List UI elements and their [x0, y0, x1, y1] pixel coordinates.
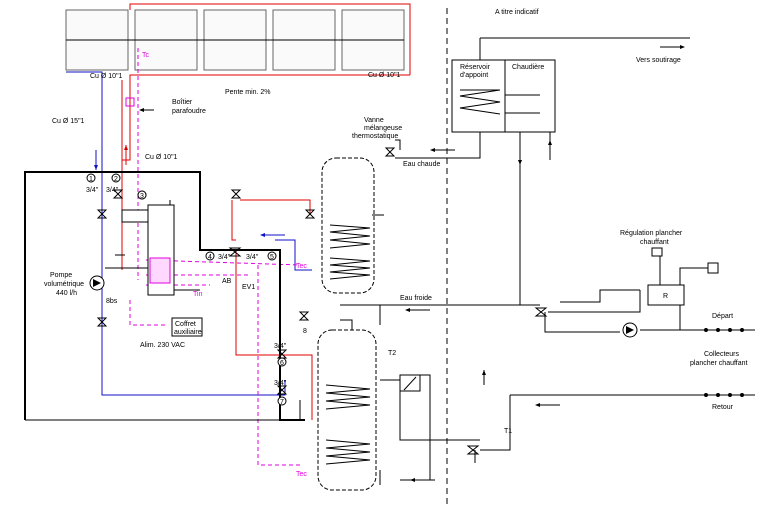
r-label: R [663, 293, 668, 300]
collecteurs-label-2: plancher chauffant [690, 360, 748, 367]
fraction-d: 3/4" [246, 254, 259, 261]
marker-6: 6 [280, 360, 284, 367]
alim-label: Alim. 230 VAC [140, 342, 185, 349]
valve-icon [230, 189, 242, 199]
ev1-label: EV1 [242, 284, 255, 291]
upper-storage-tank [321, 157, 384, 294]
reservoir-label-2: d'appoint [460, 72, 488, 79]
boitier-label-2: parafoudre [172, 108, 206, 115]
fraction-e: 3/4" [274, 343, 287, 350]
flow-arrows [94, 45, 685, 482]
tc-label: Tc [142, 52, 150, 59]
boiler-unit [451, 59, 556, 133]
valve-icon [276, 349, 288, 359]
solar-station [121, 190, 203, 337]
valve-icon [534, 307, 548, 317]
valve-icon [276, 385, 288, 395]
eau-froide-label: Eau froide [400, 295, 432, 302]
valve-icon [384, 147, 396, 157]
cu-top-right-label: Cu Ø 10"1 [368, 72, 401, 79]
fraction-b: 3/4" [106, 187, 119, 194]
retour-label: Retour [712, 404, 734, 411]
cu-15-label: Cu Ø 15"1 [52, 118, 85, 125]
pumps [89, 275, 638, 338]
coffret-label-2: auxiliaire [174, 329, 202, 336]
solar-flow-red [121, 3, 411, 420]
cu-10-mid-label: Cu Ø 10"1 [145, 154, 178, 161]
lower-tank-body [317, 329, 377, 491]
pente-label: Pente min. 2% [225, 89, 271, 96]
numbered-markers [86, 173, 287, 406]
regulation-label-2: chauffant [640, 239, 669, 246]
valve-icon [112, 189, 124, 199]
text-labels: A titre indicatif Vers soutirage Réservo… [44, 9, 748, 478]
coffret-box [171, 317, 203, 337]
lower-storage-tank [317, 329, 377, 491]
chaudiere-label: Chaudière [512, 64, 544, 71]
marker-2: 2 [114, 176, 118, 183]
pompe-label: Pompe [50, 272, 72, 279]
upper-tank-body [321, 157, 375, 294]
hydraulic-lines [24, 37, 710, 485]
surge-box [125, 97, 135, 107]
regulation-label: Régulation plancher [620, 230, 683, 237]
solar-collectors [65, 9, 405, 71]
regulation-r-box [647, 284, 685, 306]
boiler-box [451, 59, 556, 133]
depart-label: Départ [712, 313, 733, 320]
vanne-label: Vanne [364, 117, 384, 124]
t2-label: T2 [388, 350, 396, 357]
valve-icon [298, 311, 310, 321]
marker-3: 3 [140, 193, 144, 200]
coffret-label: Coffret [175, 321, 196, 328]
valve-icon [304, 209, 316, 219]
pompe-label-3: 440 l/h [56, 290, 77, 297]
valve-icon [96, 209, 108, 219]
tec-upper-label: Tec [296, 263, 307, 270]
tin-label: Tin [193, 291, 203, 298]
cu-top-left-label: Cu Ø 10"1 [90, 73, 123, 80]
marker-8: 8 [303, 328, 307, 335]
valve-icon [466, 445, 480, 455]
t1-label: T1 [504, 428, 512, 435]
eau-chaude-label: Eau chaude [403, 161, 440, 168]
valves [96, 147, 548, 455]
boitier-label: Boîtier [172, 99, 193, 106]
ab-label: AB [222, 278, 232, 285]
marker-1: 1 [89, 176, 93, 183]
vers-soutirage-label: Vers soutirage [636, 57, 681, 64]
tec-lower-label: Tec [296, 471, 307, 478]
vanne-label-3: thermostatique [352, 133, 398, 140]
fraction-c: 3/4" [218, 254, 231, 261]
reservoir-label: Réservoir [460, 64, 491, 71]
bar-label: 8bs [106, 298, 118, 305]
indicatif-label: A titre indicatif [495, 9, 539, 16]
vanne-label-2: mélangeuse [364, 125, 402, 132]
marker-4: 4 [208, 254, 212, 261]
collecteurs-label: Collecteurs [704, 351, 740, 358]
valve-icon [96, 317, 108, 327]
fraction-a: 3/4" [86, 187, 99, 194]
pompe-label-2: volumétrique [44, 281, 84, 288]
marker-7: 7 [280, 399, 284, 406]
fraction-f: 3/4" [274, 380, 287, 387]
floor-regulation [399, 247, 719, 392]
marker-5: 5 [270, 254, 274, 261]
manifolds [700, 328, 755, 397]
solar-return-blue [66, 71, 312, 396]
valve-icon [228, 247, 242, 257]
